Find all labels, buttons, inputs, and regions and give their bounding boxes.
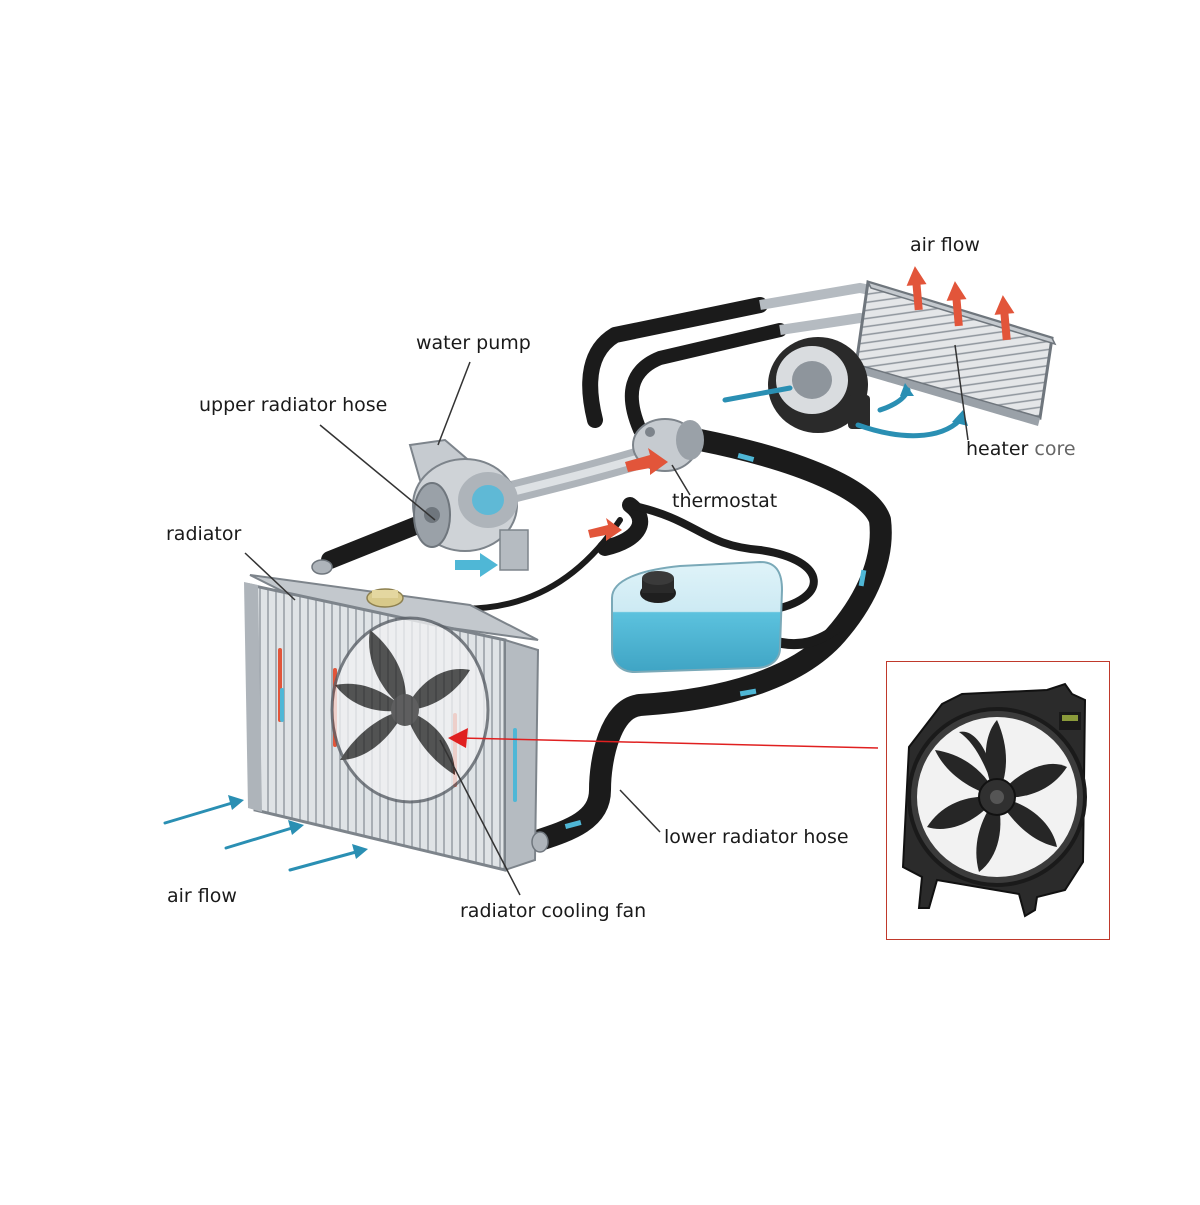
heater-inlet-pipe <box>759 282 881 310</box>
label-radiator: radiator <box>166 523 242 545</box>
label-heater-core: heater core <box>966 440 1076 459</box>
lower-hose-outlet <box>531 831 549 853</box>
label-air-flow-bottom: air flow <box>167 885 237 907</box>
label-heater-core-word-1: heater <box>966 438 1029 460</box>
hot-flow-arrows <box>588 448 668 541</box>
expansion-tank <box>611 560 784 674</box>
intake-airflow-heads <box>228 795 368 859</box>
label-water-pump: water pump <box>416 332 531 354</box>
label-heater-core-word-2: core <box>1034 438 1076 460</box>
water-pump <box>408 438 529 571</box>
label-thermostat: thermostat <box>672 490 778 512</box>
label-radiator-cooling-fan: radiator cooling fan <box>460 900 647 922</box>
blower-motor <box>768 337 870 433</box>
fan-pointer-head <box>448 728 468 748</box>
fan-photo-inset <box>886 661 1110 940</box>
heater-hot-airflow <box>906 266 1015 341</box>
label-lower-radiator-hose: lower radiator hose <box>664 826 849 848</box>
label-upper-radiator-hose: upper radiator hose <box>199 394 388 416</box>
pump-cold-flow-arrow <box>455 553 498 577</box>
pump-outlet-pipe-highlight <box>496 451 654 499</box>
fan-photo-illustration <box>901 682 1087 918</box>
hose-network <box>321 297 892 851</box>
label-air-flow-top: air flow <box>910 234 980 256</box>
intake-airflow-arrows <box>163 801 358 872</box>
label-leader-lines <box>244 344 969 896</box>
hose-flow-markers <box>564 452 867 829</box>
radiator-fan <box>330 616 490 804</box>
fan-pointer-line <box>459 737 879 749</box>
